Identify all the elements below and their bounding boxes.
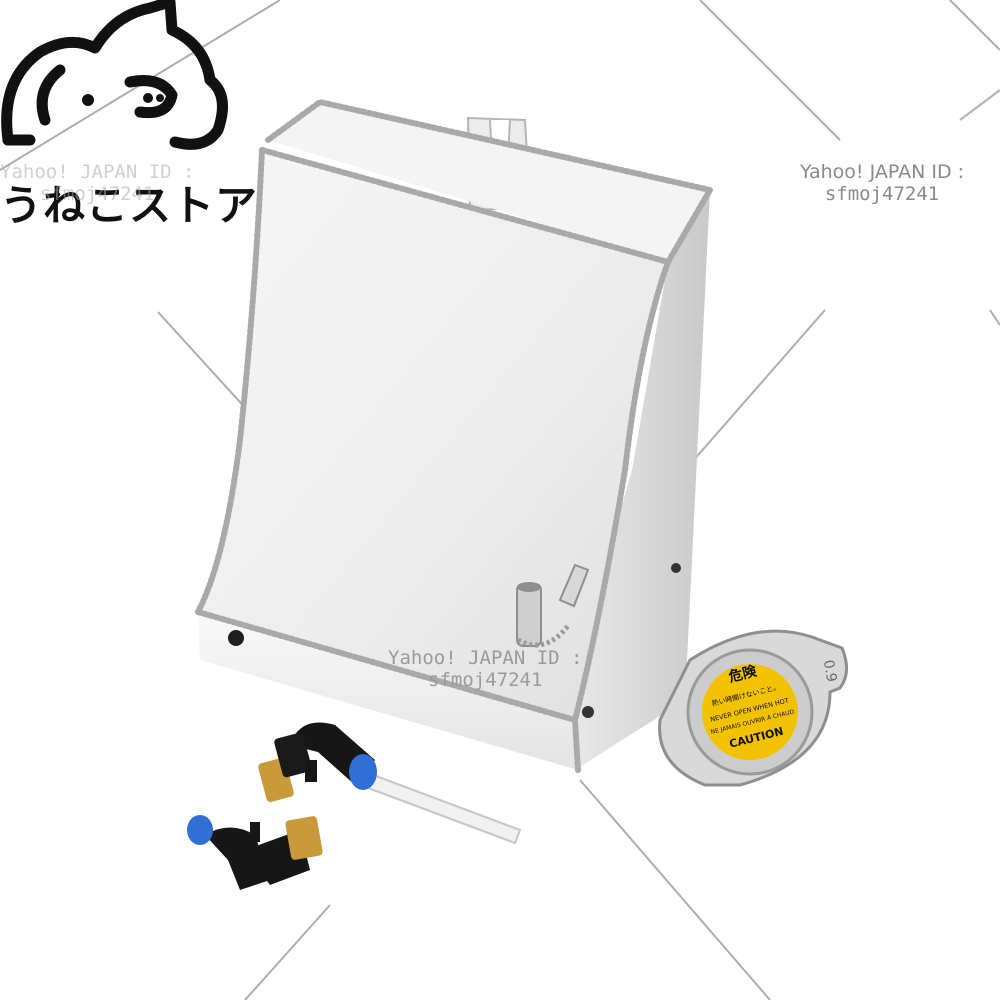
outlet-nipple (516, 563, 590, 648)
watermark: Yahoo! JAPAN ID : sfmoj47241 (388, 647, 583, 691)
watermark: Yahoo! JAPAN ID : sfmoj47241 (0, 161, 195, 205)
elbow-fitting-lower (187, 815, 323, 890)
watermark: Yahoo! JAPAN ID : sfmoj47241 (800, 161, 965, 205)
store-logo-pig-icon (1, 0, 228, 150)
tank-front (198, 150, 668, 720)
store-logo-text: うねこストア (0, 181, 259, 230)
cap-pressure: 0.9 (820, 659, 840, 684)
elbow-fitting-upper (258, 722, 377, 803)
cap-warning-title: 危険 (726, 662, 759, 686)
